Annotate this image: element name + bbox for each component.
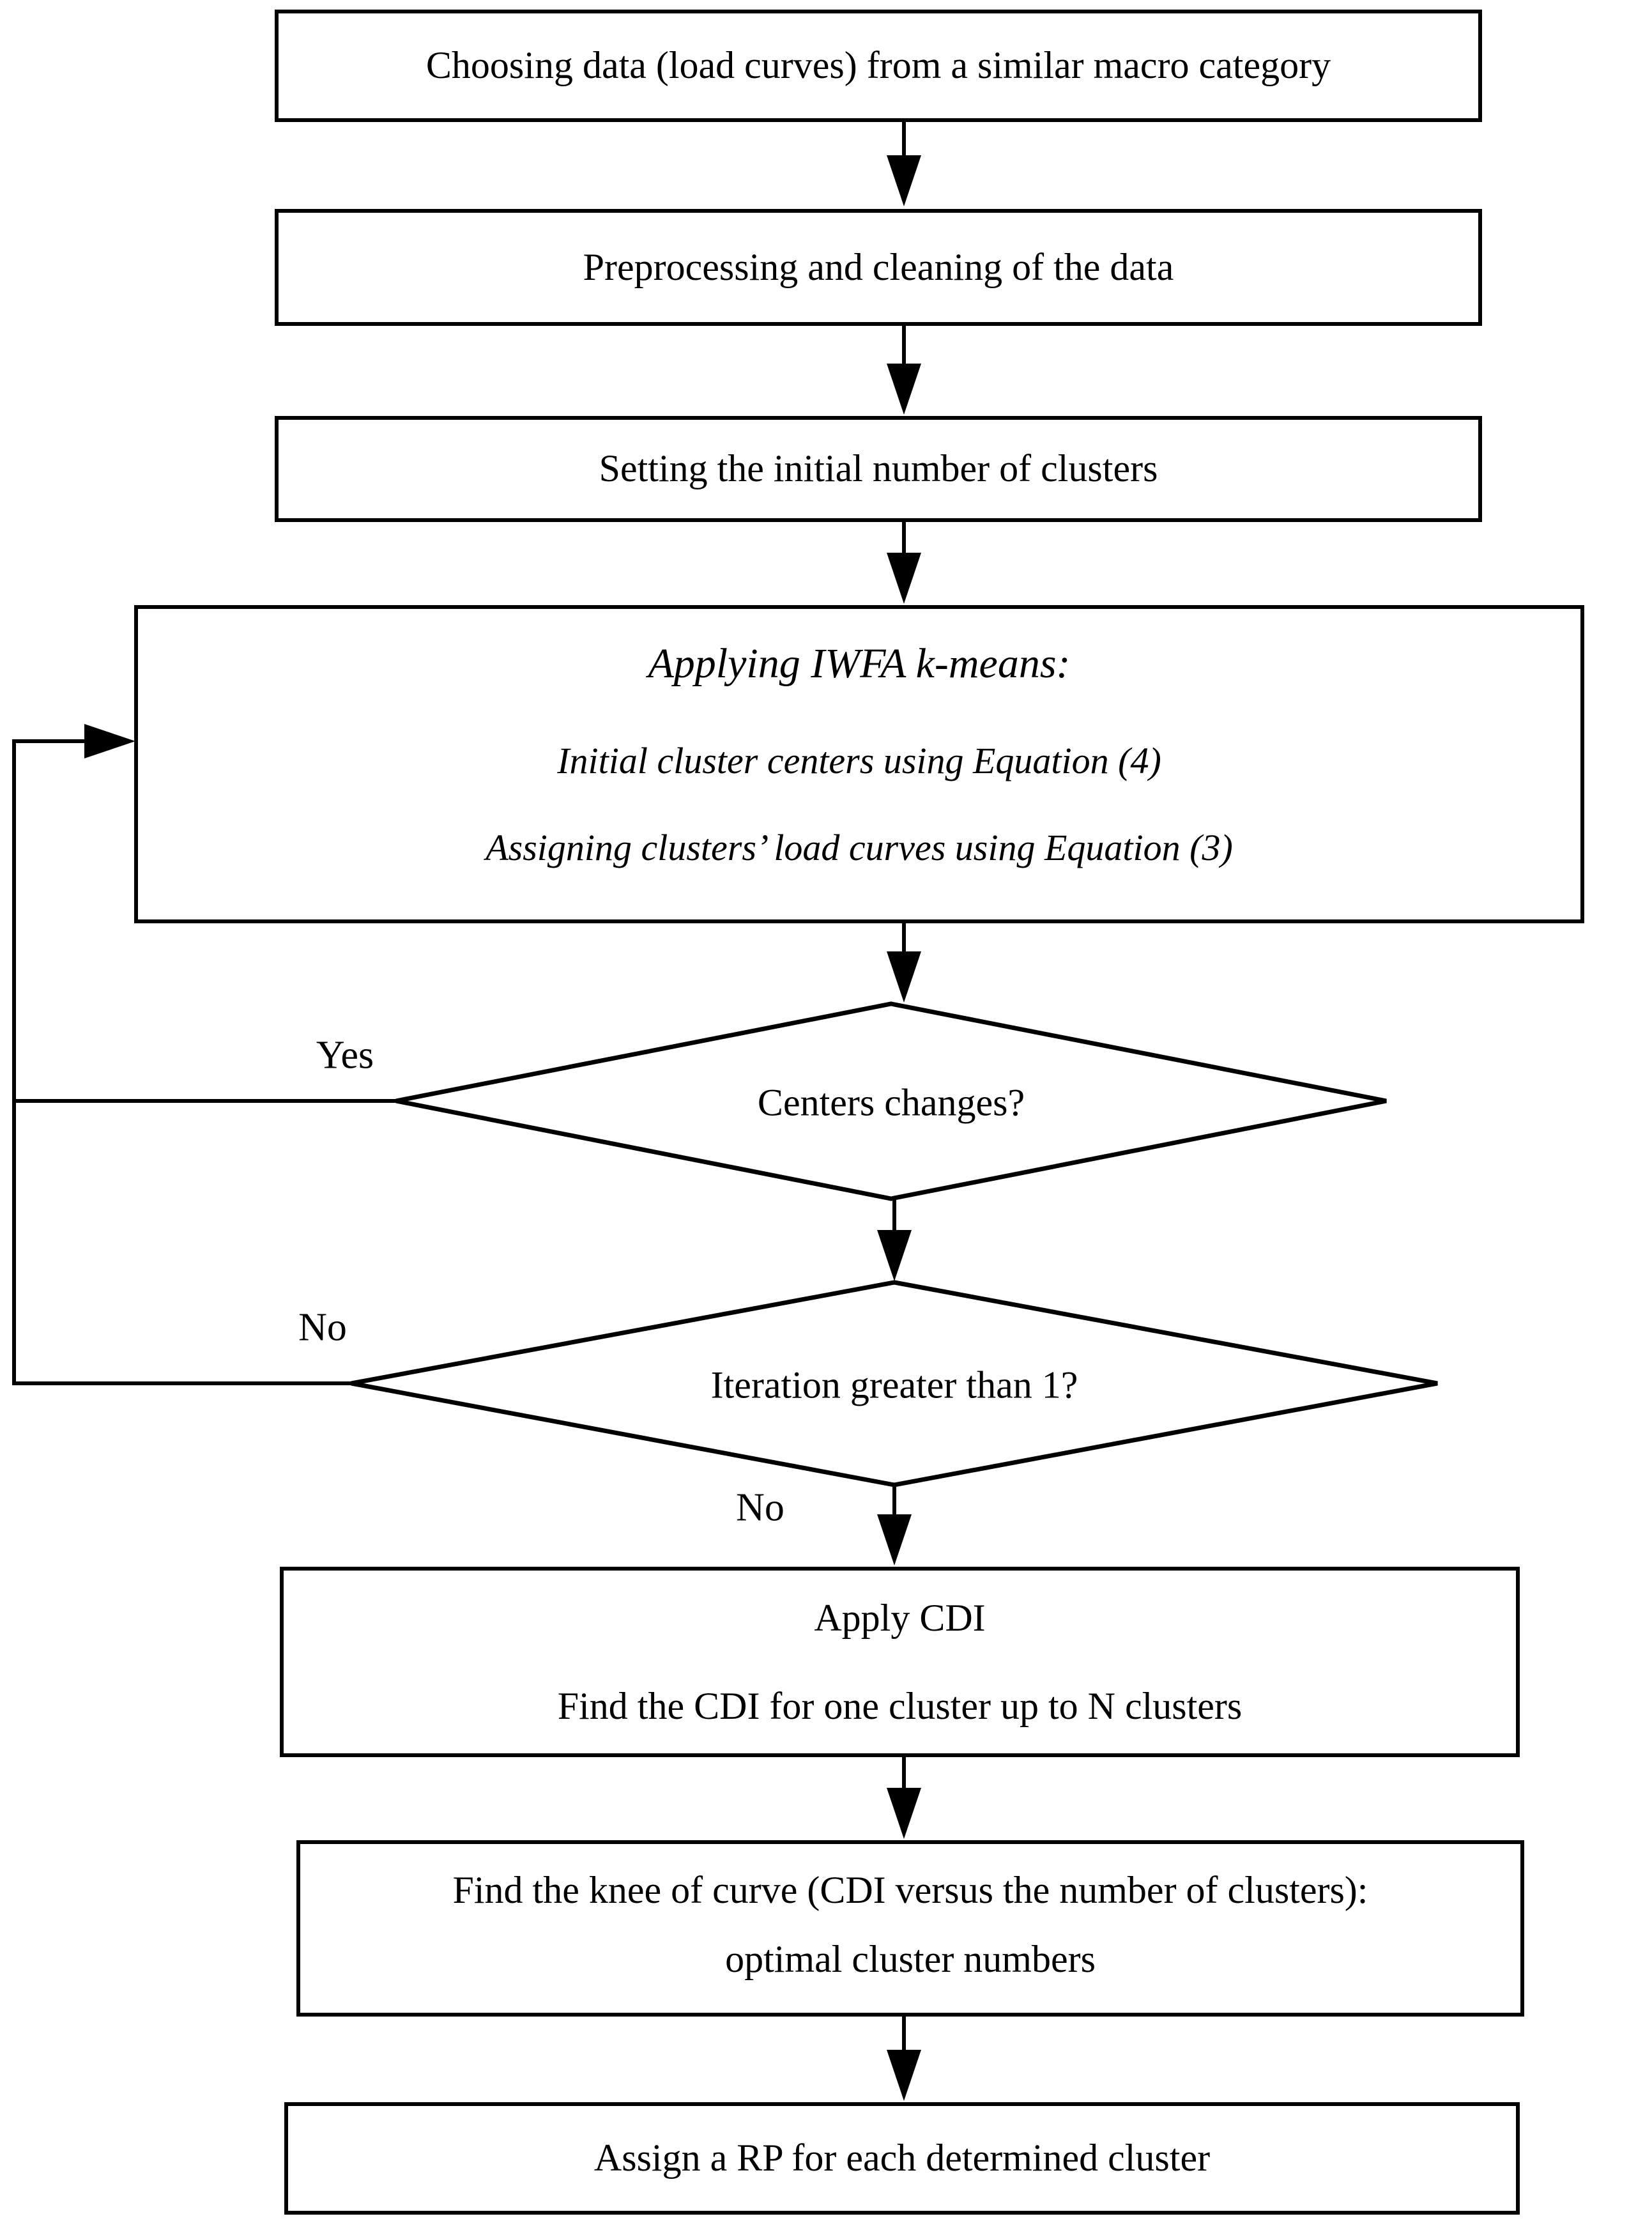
node-preprocessing: Preprocessing and cleaning of the data xyxy=(275,209,1482,326)
arrow-iwfa-to-centerschanges xyxy=(887,923,921,1003)
arrow-centerschanges-to-iteration xyxy=(877,1199,912,1281)
decision-centers-changes-shape xyxy=(395,1001,1387,1201)
arrow-choose-to-preprocess xyxy=(887,122,921,206)
node-apply-cdi: Apply CDI Find the CDI for one cluster u… xyxy=(280,1567,1520,1757)
edge-no-left-label: No xyxy=(298,1305,347,1349)
arrow-preprocess-to-initclusters xyxy=(887,326,921,415)
arrow-iteration-to-applycdi xyxy=(877,1485,912,1565)
node-initial-clusters: Setting the initial number of clusters xyxy=(275,416,1482,522)
decision-iteration-label: Iteration greater than 1? xyxy=(710,1364,1078,1406)
node-initial-clusters-label: Setting the initial number of clusters xyxy=(599,447,1158,490)
feedback-loop xyxy=(12,724,396,1385)
node-knee-of-curve-line1: Find the knee of curve (CDI versus the n… xyxy=(452,1869,1368,1911)
arrowhead-down-icon xyxy=(887,1788,921,1839)
node-assign-rp-label: Assign a RP for each determined cluster xyxy=(593,2137,1211,2179)
arrowhead-down-icon xyxy=(887,553,921,604)
arrowhead-down-icon xyxy=(877,1514,912,1565)
node-iwfa-kmeans-title: Applying IWFA k-means: xyxy=(648,640,1071,687)
node-preprocessing-label: Preprocessing and cleaning of the data xyxy=(583,245,1174,288)
node-choose-data: Choosing data (load curves) from a simil… xyxy=(275,10,1482,122)
edge-no-down-label: No xyxy=(736,1486,784,1530)
arrowhead-right-icon xyxy=(84,724,135,758)
node-apply-cdi-detail: Find the CDI for one cluster up to N clu… xyxy=(557,1685,1243,1727)
arrowhead-down-icon xyxy=(877,1230,912,1281)
node-assign-rp: Assign a RP for each determined cluster xyxy=(284,2102,1520,2215)
arrow-initclusters-to-iwfa xyxy=(887,522,921,604)
node-knee-of-curve: Find the knee of curve (CDI versus the n… xyxy=(296,1840,1524,2017)
arrow-applycdi-to-knee xyxy=(887,1757,921,1839)
edge-yes-label: Yes xyxy=(316,1033,374,1077)
arrow-knee-to-assignrp xyxy=(887,2017,921,2101)
arrowhead-down-icon xyxy=(887,2050,921,2101)
node-choose-data-label: Choosing data (load curves) from a simil… xyxy=(425,44,1331,87)
node-iwfa-kmeans-step1: Initial cluster centers using Equation (… xyxy=(557,740,1161,781)
decision-centers-changes-label: Centers changes? xyxy=(757,1081,1025,1124)
arrowhead-down-icon xyxy=(887,951,921,1003)
node-iwfa-kmeans: Applying IWFA k-means: Initial cluster c… xyxy=(134,605,1584,923)
decision-iteration-shape xyxy=(351,1280,1438,1487)
arrowhead-down-icon xyxy=(887,155,921,206)
node-iwfa-kmeans-step2: Assigning clusters’ load curves using Eq… xyxy=(486,827,1233,868)
arrowhead-down-icon xyxy=(887,364,921,415)
node-apply-cdi-title: Apply CDI xyxy=(814,1597,986,1639)
node-knee-of-curve-line2: optimal cluster numbers xyxy=(725,1938,1096,1980)
